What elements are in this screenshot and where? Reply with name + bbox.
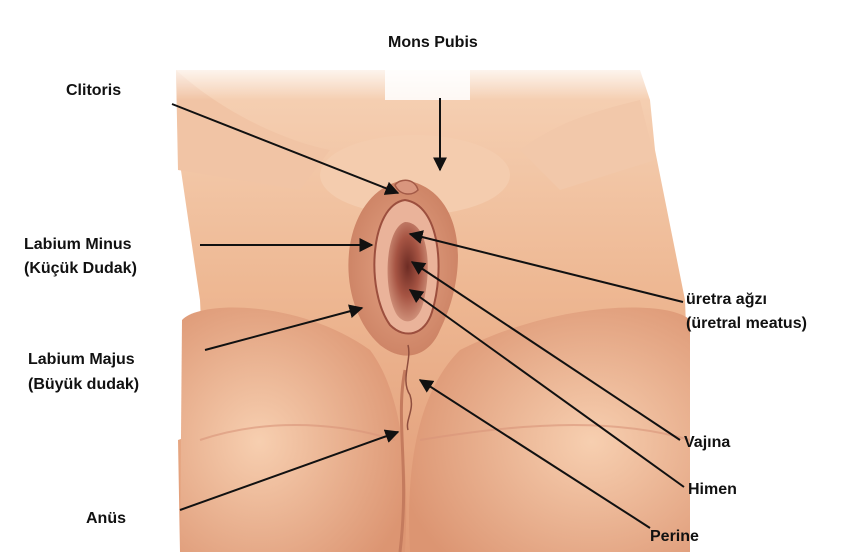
label-anus: Anüs	[86, 508, 126, 530]
label-labium-minus-tr: (Küçük Dudak)	[24, 258, 137, 280]
label-himen: Himen	[688, 479, 737, 501]
label-labium-majus: Labium Majus	[28, 349, 135, 371]
label-perine: Perine	[650, 526, 699, 548]
label-mons-pubis: Mons Pubis	[388, 32, 478, 54]
label-labium-majus-tr: (Büyük dudak)	[28, 374, 139, 396]
label-uretra-tr: (üretral meatus)	[686, 313, 807, 335]
label-uretra: üretra ağzı	[686, 289, 767, 311]
label-clitoris: Clitoris	[66, 80, 121, 102]
label-vajina: Vajına	[684, 432, 730, 454]
label-labium-minus: Labium Minus	[24, 234, 132, 256]
